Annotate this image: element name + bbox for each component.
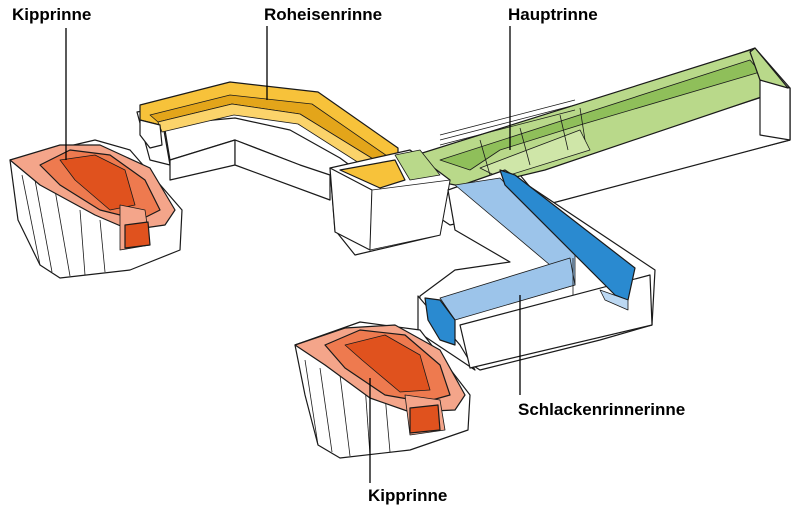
kipprinne-top-structure [9,139,183,279]
kipprinne-bottom-structure [294,321,471,459]
label-schlackenrinne: Schlackenrinnerinne [518,400,685,419]
label-hauptrinne: Hauptrinne [508,5,598,24]
schlackenrinne-structure [417,169,656,371]
label-kipprinne-top: Kipprinne [12,5,91,24]
leader-lines [65,26,521,483]
roheisenrinne-structure [136,81,399,201]
label-roheisenrinne: Roheisenrinne [264,5,382,24]
junction-block [329,149,451,256]
label-kipprinne-bottom: Kipprinne [368,486,447,505]
